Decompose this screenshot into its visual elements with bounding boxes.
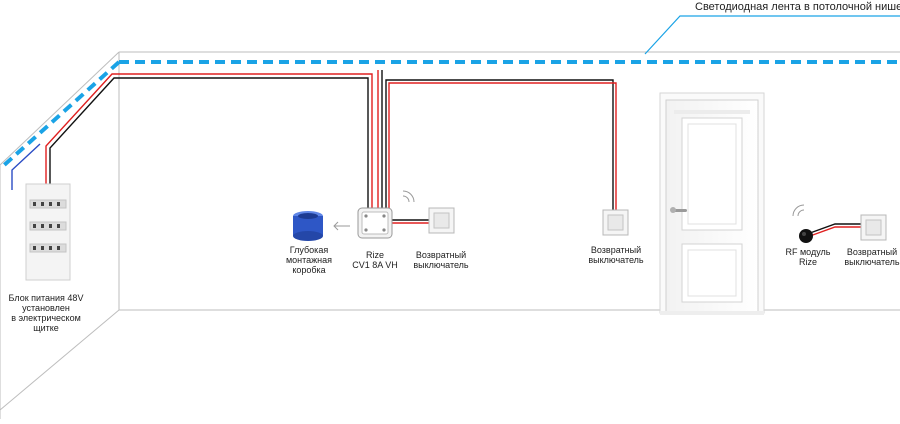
led-strip-leader	[644, 15, 900, 55]
switch3-wires	[809, 223, 862, 237]
switch2-label: Возвратный выключатель	[588, 245, 644, 265]
controller-label: Rize CV1 8A VH	[352, 250, 398, 270]
junction-box-label: Глубокая монтажная коробка	[285, 245, 333, 275]
led-strip	[0, 60, 900, 169]
arrow-icon	[333, 221, 350, 231]
power-supply-label: Блок питания 48V установлен в электричес…	[8, 293, 84, 333]
led-feed-wires	[377, 70, 383, 208]
led-strip-label: Светодиодная лента в потолочной нише	[695, 1, 900, 13]
switch1-label: Возвратный выключатель	[413, 250, 469, 270]
switch-3	[860, 214, 887, 241]
switch2-wires	[385, 79, 617, 236]
wireless-signal-icon-rf	[792, 204, 805, 217]
switch-1	[428, 207, 455, 234]
supply-wires	[11, 73, 373, 208]
switch1-wires	[392, 219, 430, 224]
room-outline	[0, 51, 900, 419]
door	[659, 92, 765, 315]
controller-module	[357, 207, 393, 239]
rf-module-label: RF модуль Rize	[785, 247, 831, 267]
junction-box-icon	[293, 211, 323, 241]
power-supply-panel	[25, 183, 71, 281]
switch-2	[602, 209, 629, 236]
wireless-signal-icon	[402, 190, 415, 203]
switch3-label: Возвратный выключатель	[844, 247, 900, 267]
rf-module-icon	[799, 229, 813, 243]
